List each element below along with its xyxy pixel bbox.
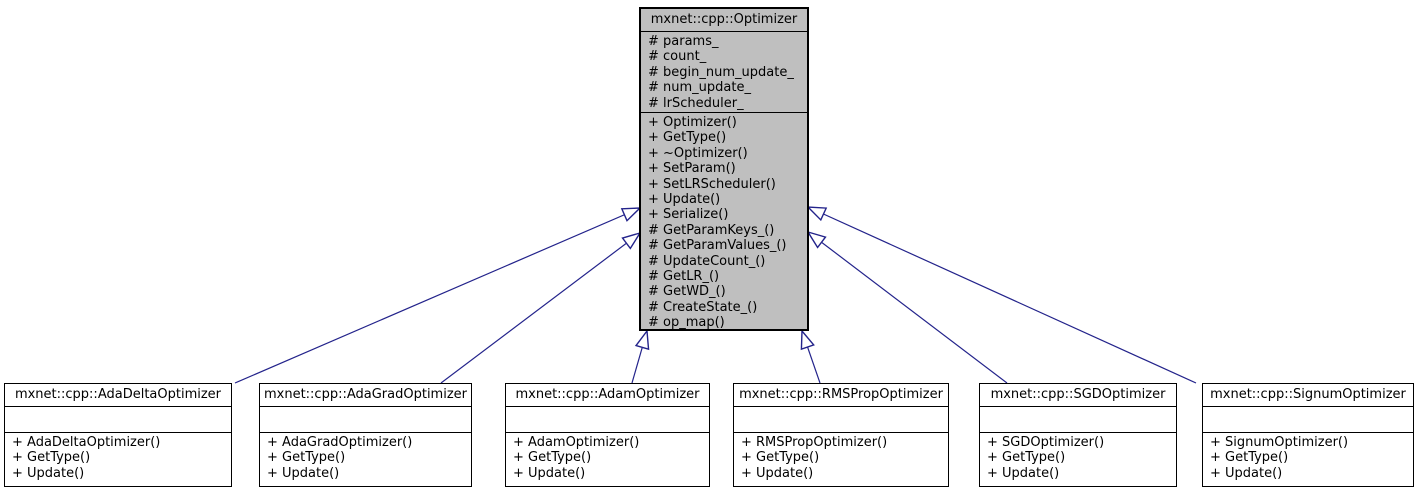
inheritance-arrow-adadelta [234,207,642,384]
member-line: + Update() [987,465,1060,481]
class-box-optimizer[interactable]: mxnet::cpp::Optimizer # params_# count_#… [639,7,809,331]
member-line: # lrScheduler_ [648,95,744,111]
inheritance-arrow-signum [806,206,1197,384]
class-title: mxnet::cpp::RMSPropOptimizer [734,384,948,407]
member-line: + ~Optimizer() [648,145,748,161]
attributes-compartment [506,407,709,433]
attributes-compartment: # params_# count_# begin_num_update_# nu… [641,32,807,113]
member-line: + RMSPropOptimizer() [741,435,888,450]
methods-compartment: + SignumOptimizer()+ GetType()+ Update() [1203,433,1413,483]
class-box-adadeltaoptimizer[interactable]: mxnet::cpp::AdaDeltaOptimizer + AdaDelta… [4,383,232,487]
member-line: + SignumOptimizer() [1210,435,1349,450]
member-line: + AdaDeltaOptimizer() [12,435,161,450]
member-line: + GetType() [267,450,346,466]
attributes-compartment [260,407,471,433]
member-line: + Update() [513,465,586,481]
methods-compartment: + SGDOptimizer()+ GetType()+ Update() [980,433,1176,483]
class-title: mxnet::cpp::AdaDeltaOptimizer [5,384,231,407]
methods-compartment: + Optimizer()+ GetType()+ ~Optimizer()+ … [641,113,807,333]
class-box-rmspropoptimizer[interactable]: mxnet::cpp::RMSPropOptimizer + RMSPropOp… [733,383,949,487]
methods-compartment: + AdaDeltaOptimizer()+ GetType()+ Update… [5,433,231,483]
member-line: + GetType() [12,450,91,466]
inheritance-arrow-adagrad [440,231,642,384]
member-line: + AdamOptimizer() [513,435,640,450]
member-line: # UpdateCount_() [648,253,766,269]
member-line: + GetType() [648,130,727,146]
member-line: + GetType() [741,450,820,466]
class-box-adamoptimizer[interactable]: mxnet::cpp::AdamOptimizer + AdamOptimize… [505,383,710,487]
member-line: # GetWD_() [648,284,726,300]
attributes-compartment [5,407,231,433]
member-line: # CreateState_() [648,299,758,315]
class-title: mxnet::cpp::Optimizer [641,9,807,32]
member-line: + AdaGradOptimizer() [267,435,413,450]
member-line: # count_ [648,49,707,65]
attributes-compartment [734,407,948,433]
member-line: + Update() [267,465,340,481]
member-line: + Update() [741,465,814,481]
attributes-compartment [1203,407,1413,433]
member-line: + Optimizer() [648,115,737,130]
member-line: # GetParamValues_() [648,238,787,254]
member-line: + Serialize() [648,207,729,223]
member-line: + GetType() [513,450,592,466]
class-title: mxnet::cpp::SignumOptimizer [1203,384,1413,407]
methods-compartment: + RMSPropOptimizer()+ GetType()+ Update(… [734,433,948,483]
member-line: # begin_num_update_ [648,64,794,80]
class-box-signumoptimizer[interactable]: mxnet::cpp::SignumOptimizer + SignumOpti… [1202,383,1414,487]
methods-compartment: + AdamOptimizer()+ GetType()+ Update() [506,433,709,483]
member-line: + GetType() [1210,450,1289,466]
class-box-adagradoptimizer[interactable]: mxnet::cpp::AdaGradOptimizer + AdaGradOp… [259,383,472,487]
methods-compartment: + AdaGradOptimizer()+ GetType()+ Update(… [260,433,471,483]
class-title: mxnet::cpp::SGDOptimizer [980,384,1176,407]
inheritance-arrow-adam [631,329,650,384]
member-line: + Update() [12,465,85,481]
member-line: # GetLR_() [648,269,720,285]
member-line: # num_update_ [648,80,751,96]
member-line: + Update() [1210,465,1283,481]
member-line: # GetParamKeys_() [648,222,775,238]
member-line: + SetLRScheduler() [648,176,776,192]
member-line: + SGDOptimizer() [987,435,1105,450]
member-line: + GetType() [987,450,1066,466]
member-line: # params_ [648,34,719,49]
class-title: mxnet::cpp::AdamOptimizer [506,384,709,407]
inheritance-arrow-rmsprop [800,329,821,384]
attributes-compartment [980,407,1176,433]
class-box-sgdoptimizer[interactable]: mxnet::cpp::SGDOptimizer + SGDOptimizer(… [979,383,1177,487]
inheritance-arrow-sgd [806,230,1008,384]
class-title: mxnet::cpp::AdaGradOptimizer [260,384,471,407]
member-line: + SetParam() [648,161,736,177]
member-line: + Update() [648,192,721,208]
member-line: # op_map() [648,315,725,331]
